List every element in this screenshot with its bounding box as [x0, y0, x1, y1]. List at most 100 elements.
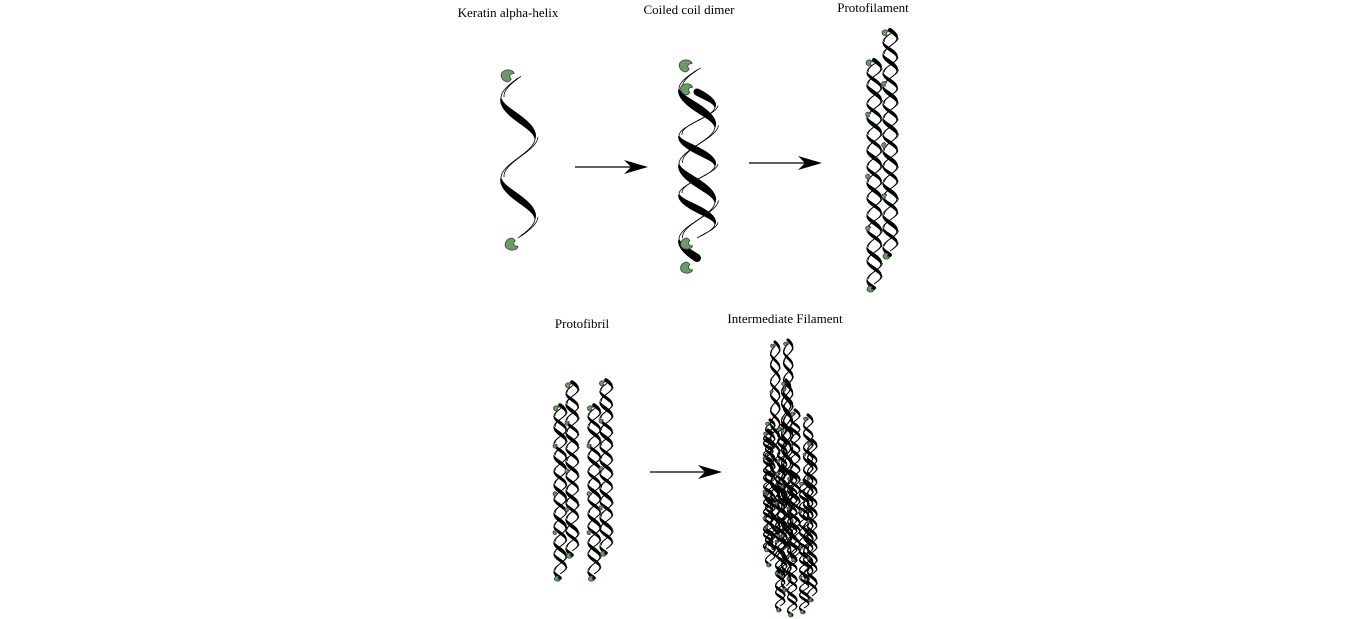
terminal-domain	[783, 341, 789, 347]
terminal-domain	[866, 285, 874, 293]
helix-ribbon	[806, 443, 818, 597]
arrow-2	[749, 156, 822, 170]
helix-ribbon	[587, 403, 602, 580]
helix-back-edge	[681, 105, 719, 237]
coiled-coil-figure	[678, 59, 719, 274]
helix-ribbon	[565, 385, 580, 552]
terminal-domain	[776, 534, 781, 538]
helix-ribbon	[553, 408, 568, 575]
terminal-domain	[598, 505, 604, 511]
terminal-domain	[598, 418, 604, 424]
terminal-domain	[780, 484, 785, 489]
label-protofilament: Protofilament	[837, 0, 909, 15]
terminal-domain	[500, 69, 515, 83]
terminal-domain	[765, 421, 771, 427]
helix-ribbon	[774, 473, 786, 607]
intermediate-filament-figure	[762, 338, 818, 618]
helix-ribbon	[678, 88, 719, 239]
helix-ribbon	[786, 473, 798, 617]
terminal-domain	[552, 530, 558, 536]
helix-ribbon	[565, 380, 580, 557]
terminal-domain	[553, 405, 560, 412]
arrow-head	[624, 160, 648, 174]
terminal-domain	[504, 237, 519, 251]
terminal-domain	[680, 83, 693, 96]
terminal-domain	[865, 59, 873, 67]
arrow-head	[698, 465, 722, 479]
terminal-domain	[564, 420, 570, 426]
terminal-domain	[790, 411, 796, 417]
terminal-domain	[587, 405, 594, 412]
helix-front-segment	[691, 253, 701, 262]
arrow-1	[575, 160, 648, 174]
terminal-domain	[764, 547, 770, 553]
terminal-domain	[763, 431, 769, 437]
terminal-domain	[800, 609, 806, 615]
label-coiled-coil-dimer: Coiled coil dimer	[643, 2, 735, 17]
label-protofibril: Protofibril	[554, 316, 610, 331]
terminal-domain	[806, 519, 811, 524]
protofilament-figure	[865, 28, 899, 293]
terminal-domain	[769, 390, 774, 394]
terminal-domain	[564, 507, 570, 513]
terminal-domain	[806, 556, 811, 561]
terminal-domain	[881, 81, 888, 87]
terminal-domain	[566, 552, 573, 559]
terminal-domain	[780, 534, 785, 538]
terminal-domain	[798, 575, 803, 580]
terminal-domain	[680, 261, 693, 274]
terminal-domain	[600, 550, 607, 557]
helix-ribbon	[762, 428, 774, 552]
protofibril-figure	[552, 378, 614, 582]
terminal-domain	[806, 476, 811, 481]
arrow-head	[798, 156, 822, 170]
terminal-domain	[554, 575, 561, 582]
terminal-domain	[774, 539, 779, 544]
terminal-domain	[808, 597, 814, 603]
terminal-domain	[586, 491, 592, 497]
terminal-domain	[781, 381, 787, 387]
terminal-domain	[599, 380, 606, 387]
terminal-domain	[552, 491, 558, 497]
helix-front-segment	[886, 251, 892, 257]
terminal-domain	[777, 426, 783, 432]
label-intermediate-filament: Intermediate Filament	[727, 311, 843, 326]
helix-front-segment	[870, 284, 876, 290]
terminal-domain	[678, 59, 693, 73]
terminal-domain	[762, 456, 767, 461]
terminal-domain	[865, 225, 872, 232]
helix-ribbon	[780, 383, 792, 587]
terminal-domain	[881, 142, 888, 148]
arrow-3	[650, 465, 722, 479]
helix-ribbon	[866, 62, 883, 285]
terminal-domain	[770, 343, 776, 349]
terminal-domain	[865, 173, 872, 180]
helix-ribbon	[882, 32, 899, 252]
helix-ribbon	[500, 75, 539, 239]
terminal-domain	[807, 441, 813, 447]
helix-ribbon	[798, 483, 810, 609]
alpha-helix-figure	[500, 69, 539, 251]
terminal-domain	[881, 29, 889, 37]
terminal-domain	[598, 466, 604, 472]
terminal-domain	[762, 489, 767, 494]
terminal-domain	[588, 575, 595, 582]
terminal-domain	[762, 516, 767, 521]
helix-back-edge	[503, 75, 539, 237]
terminal-domain	[776, 459, 781, 463]
label-alpha-helix: Keratin alpha-helix	[457, 5, 559, 20]
terminal-domain	[586, 443, 592, 449]
terminal-domain	[564, 468, 570, 474]
terminal-domain	[780, 429, 785, 433]
terminal-domain	[774, 571, 779, 576]
terminal-domain	[775, 471, 781, 477]
terminal-domain	[798, 545, 803, 550]
terminal-domain	[565, 382, 572, 389]
terminal-domain	[766, 562, 772, 568]
terminal-domain	[774, 501, 779, 506]
terminal-domain	[865, 111, 872, 118]
terminal-domain	[881, 193, 888, 200]
terminal-domain	[802, 452, 807, 457]
terminal-domain	[803, 416, 809, 422]
